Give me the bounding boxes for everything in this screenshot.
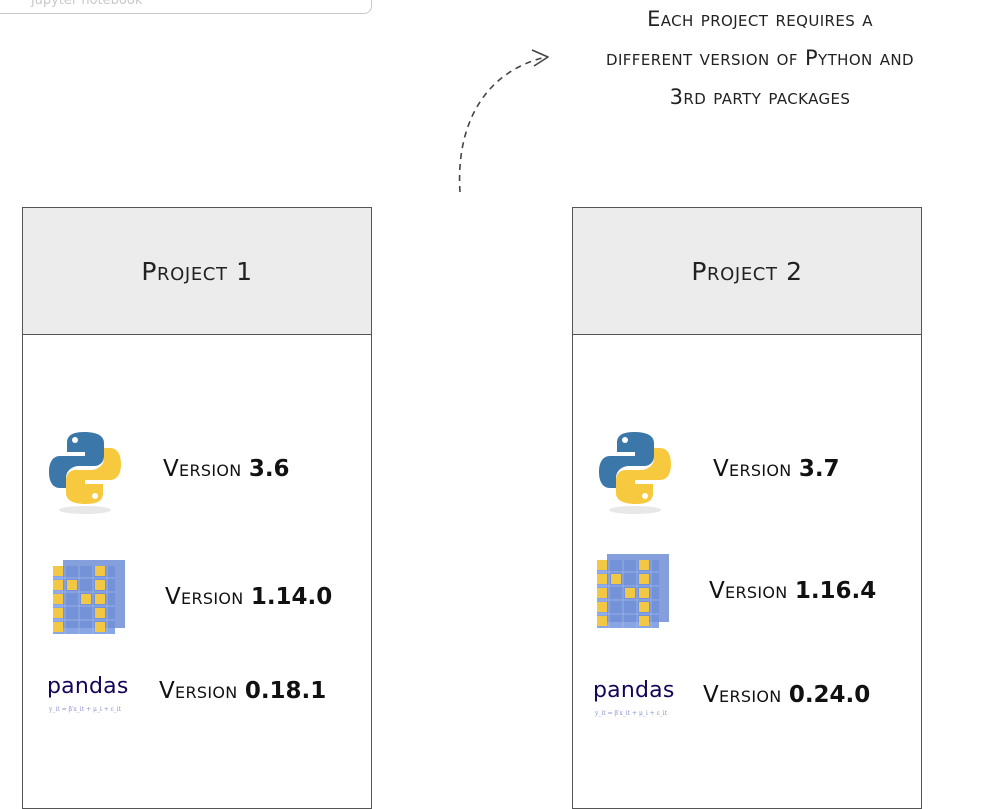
project-2-title: Project 2 [691, 256, 803, 286]
top-text-box: jupyter notebook [0, 0, 372, 14]
annotation-line-2: different version of Python and [606, 46, 914, 70]
python-version-text: Version 3.7 [713, 456, 840, 482]
pandas-logo-formula: y_it = β′x_it + μ_i + ε_it [595, 710, 668, 717]
numpy-version-text: Version 1.16.4 [709, 578, 876, 604]
pandas-logo-formula: y_it = β′x_it + μ_i + ε_it [49, 706, 122, 713]
python-version-number: 3.6 [248, 456, 290, 482]
pandas-version-number: 0.18.1 [244, 678, 327, 704]
pandas-version-label: Version [159, 678, 238, 704]
annotation-text: Each project requires a different versio… [560, 0, 960, 117]
project-2-header: Project 2 [573, 208, 921, 335]
numpy-version-text: Version 1.14.0 [165, 584, 332, 610]
project-1-title: Project 1 [141, 256, 253, 286]
numpy-logo-icon [597, 554, 669, 628]
pandas-logo-text: pandas [47, 674, 129, 699]
numpy-version-label: Version [165, 584, 244, 610]
project-1-header: Project 1 [23, 208, 371, 335]
project-1-panel: Project 1 Version 3.6 [22, 207, 372, 809]
numpy-version-number: 1.14.0 [250, 584, 333, 610]
numpy-row: Version 1.14.0 [23, 556, 371, 636]
python-version-label: Version [163, 456, 242, 482]
numpy-version-number: 1.16.4 [794, 578, 877, 604]
pandas-row: pandas y_it = β′x_it + μ_i + ε_it Versio… [23, 670, 371, 750]
pandas-version-number: 0.24.0 [788, 682, 871, 708]
numpy-version-label: Version [709, 578, 788, 604]
numpy-logo-icon [53, 560, 125, 634]
pandas-version-text: Version 0.24.0 [703, 682, 870, 708]
annotation-line-3: 3rd party packages [669, 85, 851, 109]
python-version-text: Version 3.6 [163, 456, 290, 482]
python-logo-icon [599, 432, 671, 514]
annotation-line-1: Each project requires a [647, 7, 873, 31]
python-row: Version 3.6 [23, 428, 371, 514]
top-text-box-label: jupyter notebook [31, 0, 143, 8]
dashed-arrow-icon [458, 49, 549, 193]
python-row: Version 3.7 [573, 428, 921, 514]
python-version-label: Version [713, 456, 792, 482]
pandas-row: pandas y_it = β′x_it + μ_i + ε_it Versio… [573, 674, 921, 754]
numpy-row: Version 1.16.4 [573, 550, 921, 630]
pandas-version-label: Version [703, 682, 782, 708]
python-version-number: 3.7 [798, 456, 840, 482]
pandas-logo-text: pandas [593, 678, 675, 703]
project-2-panel: Project 2 Version 3.7 [572, 207, 922, 809]
pandas-version-text: Version 0.18.1 [159, 678, 326, 704]
python-logo-icon [49, 432, 121, 514]
